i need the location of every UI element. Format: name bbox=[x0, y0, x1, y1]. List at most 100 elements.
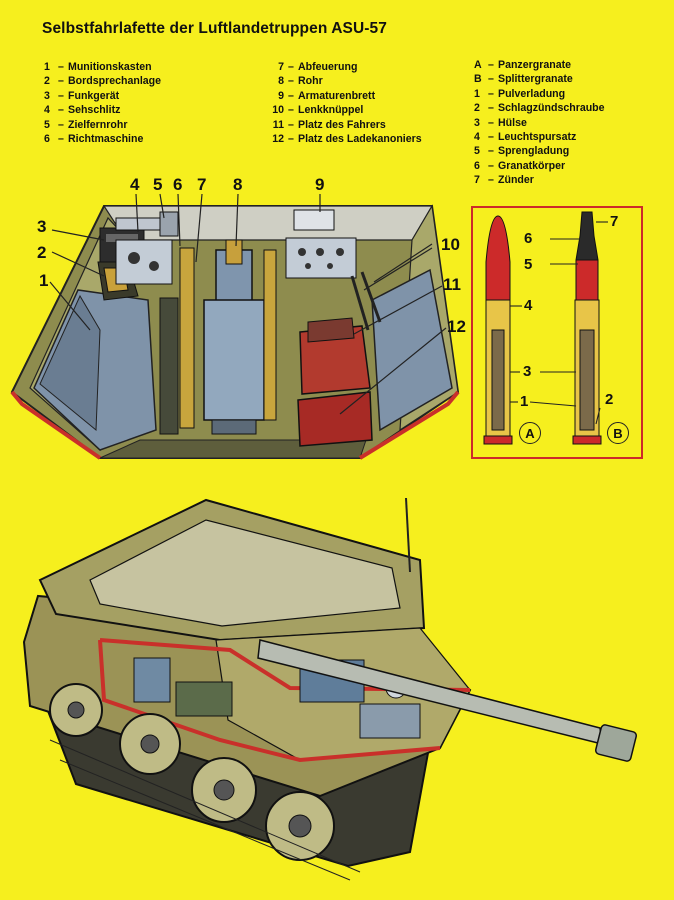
interior-callout-1: 1 bbox=[39, 271, 49, 290]
legend-mid-label: Platz des Fahrers bbox=[298, 118, 386, 131]
interior-callout-11: 11 bbox=[443, 275, 461, 294]
interior-callout-2: 2 bbox=[37, 243, 47, 262]
legend-ammo-key: 6 bbox=[474, 159, 480, 172]
legend-left-label: Richtmaschine bbox=[68, 133, 144, 146]
legend-dash: – bbox=[488, 102, 494, 115]
legend-ammo-key: 2 bbox=[474, 102, 480, 115]
legend-left-item: 3–Funkgerät bbox=[44, 89, 161, 103]
legend-left-key: 6 bbox=[44, 133, 50, 146]
interior-callout-7: 7 bbox=[197, 175, 207, 194]
shell-callout-7: 7 bbox=[610, 213, 619, 230]
shell-callout-2: 2 bbox=[605, 391, 614, 408]
ammunition-sections bbox=[471, 206, 643, 459]
shell-callout-4: 4 bbox=[524, 297, 533, 314]
legend-left-label: Bordsprechanlage bbox=[68, 75, 162, 88]
legend-ammo-label: Panzergranate bbox=[498, 59, 572, 71]
legend-ammo-item: 1–Pulverladung bbox=[474, 87, 605, 101]
legend-left-key: 3 bbox=[44, 89, 50, 102]
legend-dash: – bbox=[58, 104, 64, 117]
interior-callout-10: 10 bbox=[441, 235, 460, 254]
legend-mid-item: 12–Platz des Ladekanoniers bbox=[270, 132, 422, 146]
legend-dash: – bbox=[488, 59, 494, 71]
legend-left-item: 2–Bordsprechanlage bbox=[44, 74, 161, 88]
legend-dash: – bbox=[58, 133, 64, 146]
legend-dash: – bbox=[58, 61, 64, 73]
legend-ammo-label: Pulverladung bbox=[498, 87, 566, 100]
legend-dash: – bbox=[488, 159, 494, 172]
legend-left-item: 1–Munitionskasten bbox=[44, 60, 161, 74]
legend-mid-item: 7–Abfeuerung bbox=[270, 60, 422, 74]
shell-label-b: B bbox=[607, 422, 629, 444]
legend-left-item: 5–Zielfernrohr bbox=[44, 118, 161, 132]
legend-mid-item: 8–Rohr bbox=[270, 74, 422, 88]
legend-left-label: Zielfernrohr bbox=[68, 118, 128, 131]
legend-mid-item: 9–Armaturenbrett bbox=[270, 89, 422, 103]
legend-ammo-key: 5 bbox=[474, 145, 480, 158]
legend-left-key: 4 bbox=[44, 104, 50, 117]
legend-ammo-label: Hülse bbox=[498, 116, 527, 129]
legend-dash: – bbox=[288, 118, 294, 131]
legend-dash: – bbox=[58, 118, 64, 131]
legend-mid-key: 8 bbox=[278, 75, 284, 88]
legend-ammo-key: A bbox=[474, 59, 482, 71]
legend-left-key: 2 bbox=[44, 75, 50, 88]
interior-callout-8: 8 bbox=[233, 175, 243, 194]
legend-dash: – bbox=[488, 87, 494, 100]
shell-callout-6: 6 bbox=[524, 230, 533, 247]
legend-ammo-item: 6–Granatkörper bbox=[474, 159, 605, 173]
legend-ammo-key: B bbox=[474, 73, 482, 86]
legend-left-label: Sehschlitz bbox=[68, 104, 121, 117]
legend-mid-item: 11–Platz des Fahrers bbox=[270, 118, 422, 132]
legend-ammo-label: Granatkörper bbox=[498, 159, 566, 172]
legend-mid-item: 10–Lenkknüppel bbox=[270, 103, 422, 117]
legend-ammo-label: Zünder bbox=[498, 174, 534, 187]
legend-dash: – bbox=[488, 116, 494, 129]
legend-ammo-label: Sprengladung bbox=[498, 145, 570, 158]
legend-ammo-item: 2–Schlagzündschraube bbox=[474, 101, 605, 115]
legend-mid-key: 10 bbox=[272, 104, 284, 117]
legend-dash: – bbox=[288, 61, 294, 73]
legend-ammo-item: 4–Leuchtspursatz bbox=[474, 130, 605, 144]
legend-dash: – bbox=[288, 75, 294, 88]
interior-callout-9: 9 bbox=[315, 175, 325, 194]
page-title: Selbstfahrlafette der Luftlandetruppen A… bbox=[42, 20, 387, 37]
legend-ammo-key: 4 bbox=[474, 131, 480, 144]
interior-callout-5: 5 bbox=[153, 175, 163, 194]
legend-dash: – bbox=[58, 89, 64, 102]
legend-dash: – bbox=[288, 133, 294, 146]
legend-dash: – bbox=[488, 73, 494, 86]
legend-dash: – bbox=[288, 104, 294, 117]
interior-callout-12: 12 bbox=[447, 317, 466, 336]
shell-label-a: A bbox=[519, 422, 541, 444]
legend-mid-label: Armaturenbrett bbox=[298, 89, 376, 102]
legend-dash: – bbox=[288, 89, 294, 102]
legend-mid-label: Rohr bbox=[298, 75, 323, 88]
legend-mid-label: Platz des Ladekanoniers bbox=[298, 133, 422, 146]
legend-ammo-key: 1 bbox=[474, 87, 480, 100]
legend-ammo-item: 5–Sprengladung bbox=[474, 144, 605, 158]
legend-dash: – bbox=[488, 174, 494, 187]
legend-left-key: 1 bbox=[44, 61, 50, 73]
legend-left-item: 4–Sehschlitz bbox=[44, 103, 161, 117]
interior-callout-4: 4 bbox=[130, 175, 140, 194]
legend-left-label: Munitionskasten bbox=[68, 61, 152, 73]
legend-dash: – bbox=[58, 75, 64, 88]
shell-callout-1: 1 bbox=[520, 393, 529, 410]
legend-ammo-label: Leuchtspursatz bbox=[498, 131, 577, 144]
legend-left-label: Funkgerät bbox=[68, 89, 120, 102]
legend-left-item: 6–Richtmaschine bbox=[44, 132, 161, 146]
legend-mid-key: 11 bbox=[272, 118, 284, 131]
legend-ammo-label: Schlagzündschraube bbox=[498, 102, 605, 115]
legend-mid-label: Lenkknüppel bbox=[298, 104, 364, 117]
vehicle-cutaway bbox=[22, 497, 637, 881]
legend-ammo-item: A–Panzergranate bbox=[474, 58, 605, 72]
legend-ammo-item: 7–Zünder bbox=[474, 173, 605, 187]
legend-ammo-key: 3 bbox=[474, 116, 480, 129]
legend-dash: – bbox=[488, 145, 494, 158]
legend-mid-key: 12 bbox=[272, 133, 284, 146]
legend-mid-label: Abfeuerung bbox=[298, 61, 358, 73]
